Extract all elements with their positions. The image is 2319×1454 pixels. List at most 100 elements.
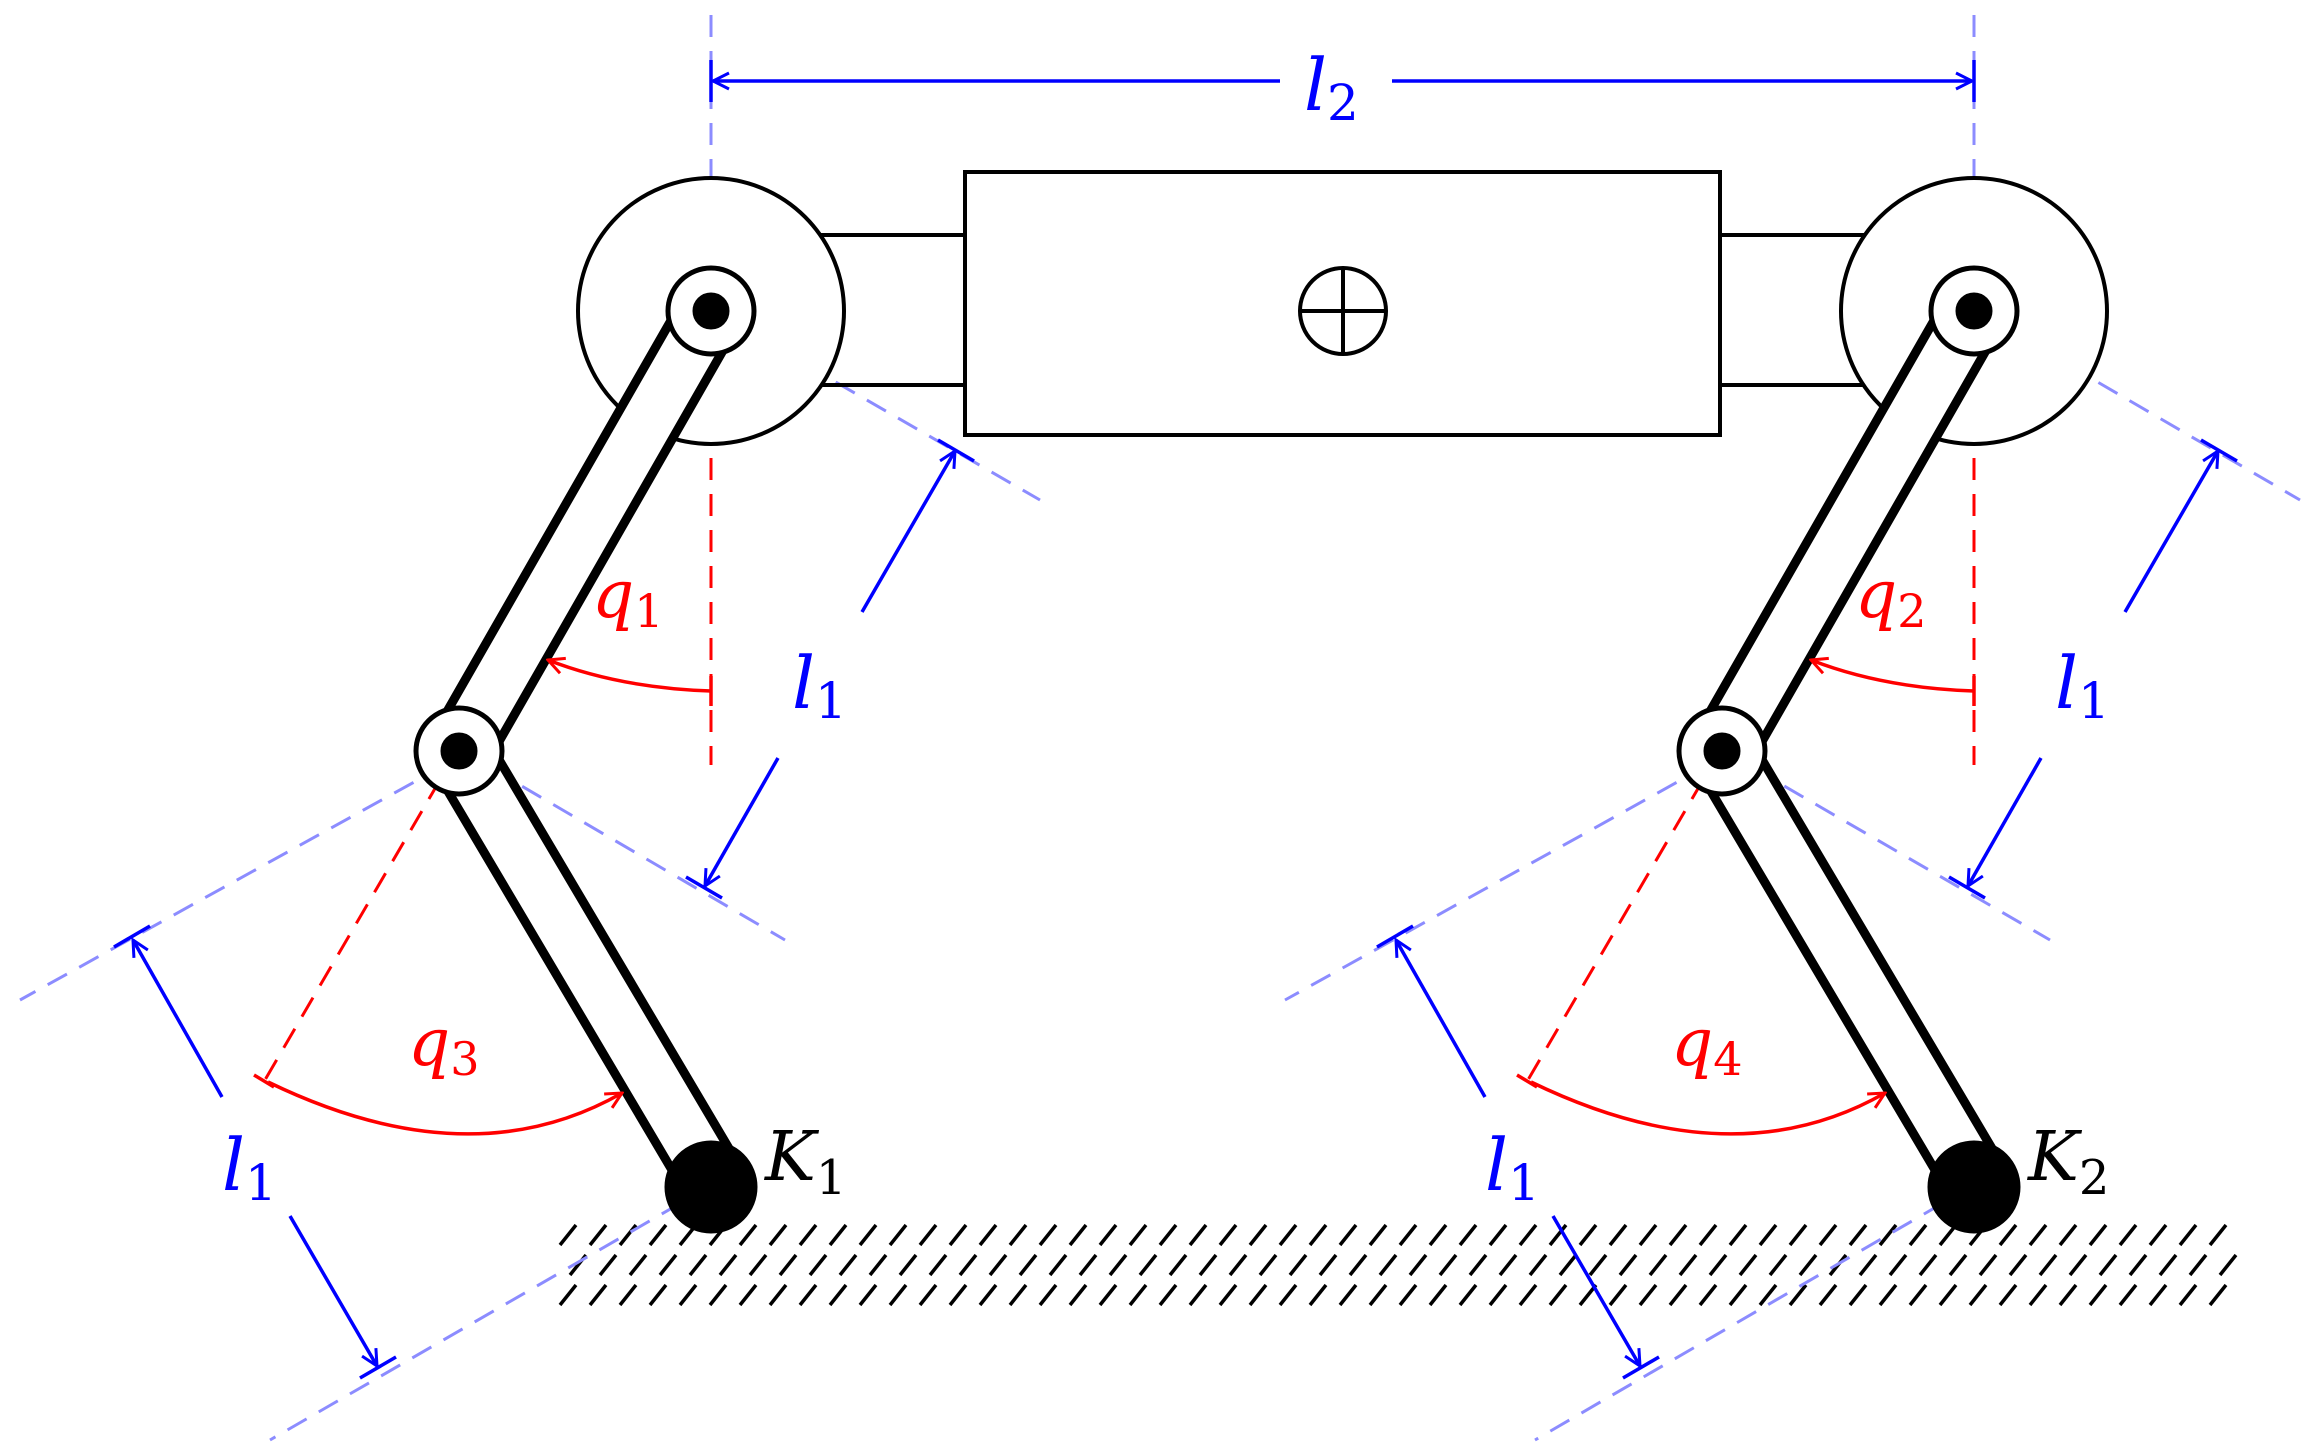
ground-hatch-stroke — [838, 1253, 858, 1277]
ground-hatch-stroke — [1078, 1253, 1098, 1277]
ground-hatch-stroke — [958, 1253, 978, 1277]
ground-hatch-stroke — [1188, 1283, 1208, 1307]
leg-links — [426, 289, 2007, 1199]
ground-hatch-stroke — [1428, 1283, 1448, 1307]
ground-hatch-stroke — [1648, 1253, 1668, 1277]
guide-right-foot-perp — [1534, 1183, 1975, 1442]
ground-hatch-stroke — [1668, 1223, 1688, 1247]
ground-hatch-stroke — [1548, 1223, 1568, 1247]
ground-hatch-stroke — [858, 1283, 878, 1307]
ground-hatch-stroke — [718, 1253, 738, 1277]
ground-hatch-stroke — [1698, 1223, 1718, 1247]
ground-hatch-stroke — [1318, 1253, 1338, 1277]
ground-hatch-stroke — [1048, 1253, 1068, 1277]
ground-hatch-stroke — [1038, 1223, 1058, 1247]
ground-hatch-stroke — [1218, 1283, 1238, 1307]
ground-hatch-stroke — [2028, 1223, 2048, 1247]
ground-hatch-stroke — [618, 1283, 638, 1307]
ground-hatch-stroke — [2008, 1253, 2028, 1277]
ground-hatch-stroke — [2088, 1283, 2108, 1307]
ground-hatch-stroke — [1888, 1253, 1908, 1277]
ground-hatch-stroke — [1858, 1253, 1878, 1277]
ground-hatch-stroke — [1348, 1253, 1368, 1277]
ground-hatch-stroke — [2058, 1283, 2078, 1307]
ground-hatch-stroke — [1798, 1253, 1818, 1277]
ground-hatch-stroke — [1678, 1253, 1698, 1277]
dim-l1-upper-right-b — [1968, 757, 2043, 886]
ground-hatch-stroke — [1518, 1223, 1538, 1247]
ground-hatch-stroke — [768, 1223, 788, 1247]
guide-left-knee-perp2 — [19, 763, 446, 1002]
label-q3: q3 — [408, 1004, 480, 1086]
ground-hatch-stroke — [658, 1253, 678, 1277]
guide-right-knee-perp2 — [1284, 763, 1709, 1002]
ground-hatch-stroke — [1098, 1223, 1118, 1247]
ground-hatch-stroke — [1338, 1283, 1358, 1307]
ground-hatch-stroke — [1338, 1223, 1358, 1247]
ground-hatch-stroke — [1458, 1223, 1478, 1247]
label-l2: l2 — [1304, 43, 1359, 132]
right-thigh-link — [1689, 289, 2007, 773]
ground-hatch-stroke — [1438, 1253, 1458, 1277]
ground-hatch-stroke — [1158, 1223, 1178, 1247]
guide-right-hip-perp — [1973, 308, 2301, 502]
ground-hatch-stroke — [2118, 1283, 2138, 1307]
ground-hatch-stroke — [2218, 1253, 2238, 1277]
ground-hatch-stroke — [828, 1223, 848, 1247]
label-l1-lower-right: l1 — [1485, 1123, 1540, 1212]
ground-hatch-stroke — [888, 1283, 908, 1307]
ground-hatch-stroke — [598, 1253, 618, 1277]
ground-hatch-stroke — [1008, 1283, 1028, 1307]
ground-hatch-stroke — [1548, 1283, 1568, 1307]
ground-hatch-stroke — [648, 1283, 668, 1307]
ground-hatch-stroke — [948, 1283, 968, 1307]
ground-hatch-stroke — [1878, 1223, 1898, 1247]
ground-hatch-stroke — [1528, 1253, 1548, 1277]
ground-hatch-stroke — [558, 1223, 578, 1247]
left-shank-link — [426, 729, 744, 1199]
ground-hatch-stroke — [2068, 1253, 2088, 1277]
robot-body — [576, 170, 2109, 446]
ground-hatch-stroke — [2158, 1253, 2178, 1277]
ground-hatch-stroke — [1908, 1283, 1928, 1307]
ground-hatch-stroke — [1788, 1283, 1808, 1307]
label-q1: q1 — [592, 556, 664, 638]
ground-hatch-stroke — [1288, 1253, 1308, 1277]
ground-hatch-stroke — [1428, 1223, 1448, 1247]
ground-hatch-stroke — [1908, 1223, 1928, 1247]
ground-hatch-stroke — [1728, 1223, 1748, 1247]
ground-hatch-stroke — [1468, 1253, 1488, 1277]
ground-hatch-stroke — [1278, 1283, 1298, 1307]
ground-hatch-stroke — [1098, 1283, 1118, 1307]
ground-hatch-stroke — [1398, 1283, 1418, 1307]
ground-hatch-stroke — [858, 1223, 878, 1247]
dim-l1-upper-right-a — [2123, 451, 2218, 613]
ground-hatch-stroke — [1878, 1283, 1898, 1307]
ground-hatch-stroke — [738, 1223, 758, 1247]
ground-hatch-stroke — [1458, 1283, 1478, 1307]
ground-hatch-stroke — [918, 1283, 938, 1307]
ground-hatch-stroke — [588, 1223, 608, 1247]
ground-hatch — [558, 1223, 2238, 1307]
ground-hatch-stroke — [1218, 1223, 1238, 1247]
dim-l1-upper-left-a — [860, 451, 955, 613]
ground-hatch-stroke — [778, 1253, 798, 1277]
ground-hatch-stroke — [828, 1283, 848, 1307]
ground-hatch-stroke — [678, 1283, 698, 1307]
ground-hatch-stroke — [1848, 1223, 1868, 1247]
ground-hatch-stroke — [918, 1223, 938, 1247]
ground-hatch-stroke — [1968, 1283, 1988, 1307]
ground-hatch-stroke — [798, 1283, 818, 1307]
ground-hatch-stroke — [1138, 1253, 1158, 1277]
ground-hatch-stroke — [738, 1283, 758, 1307]
ground-hatch-stroke — [1618, 1253, 1638, 1277]
ground-hatch-stroke — [2148, 1283, 2168, 1307]
ground-hatch-stroke — [1038, 1283, 1058, 1307]
ground-hatch-stroke — [2098, 1253, 2118, 1277]
ground-hatch-stroke — [1938, 1283, 1958, 1307]
ground-hatch-stroke — [868, 1253, 888, 1277]
ground-hatch-stroke — [1588, 1253, 1608, 1277]
ground-hatch-stroke — [1188, 1223, 1208, 1247]
ground-hatch-stroke — [1498, 1253, 1518, 1277]
